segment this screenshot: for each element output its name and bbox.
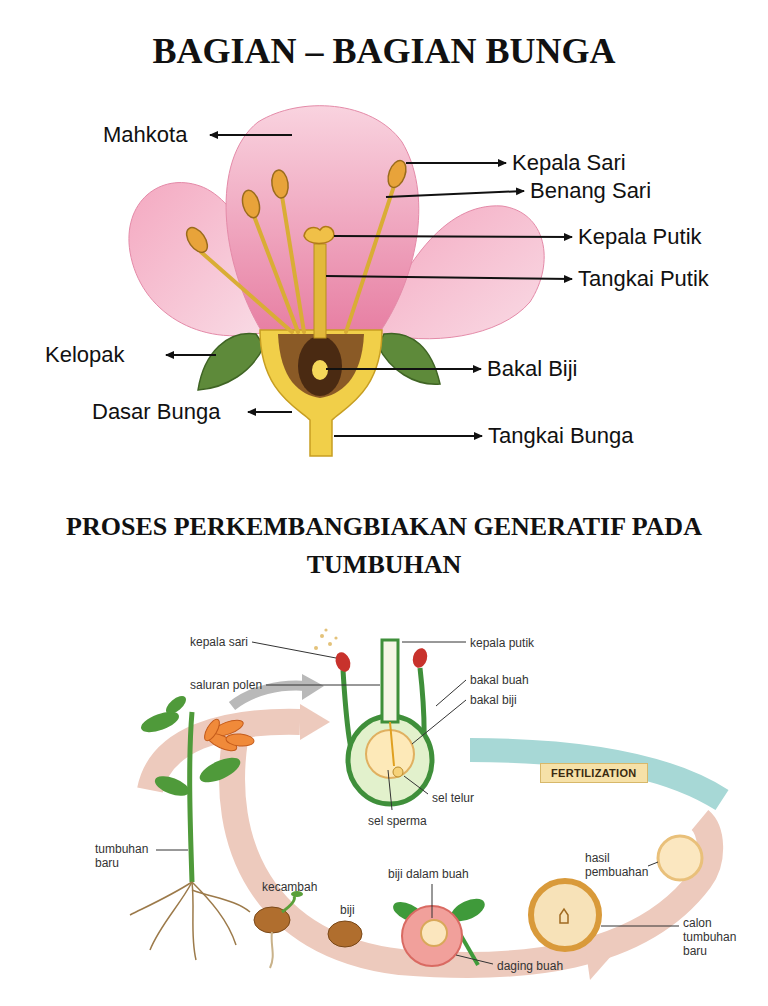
part-label: Benang Sari [530, 178, 651, 204]
part-label: Tangkai Bunga [488, 423, 634, 449]
stage-label: kepala sari [190, 635, 248, 649]
stage-label: biji [340, 903, 355, 917]
stage-label: saluran polen [190, 678, 262, 692]
title: BAGIAN – BAGIAN BUNGA [0, 30, 768, 72]
part-label: Bakal Biji [487, 356, 577, 382]
stage-label: daging buah [497, 959, 563, 973]
stage-box: FERTILIZATION [540, 763, 648, 783]
part-label: Tangkai Putik [578, 266, 709, 292]
stage-label: bakal buah [470, 673, 529, 687]
part-label: Kelopak [45, 342, 125, 368]
stage-label: bakal biji [470, 693, 517, 707]
life-cycle [130, 628, 722, 980]
stage-label: sel sperma [368, 814, 427, 828]
part-label: Mahkota [103, 122, 187, 148]
part-label: Dasar Bunga [92, 399, 220, 425]
stage-label: sel telur [432, 791, 474, 805]
leader-lines [166, 135, 572, 436]
box-text: FERTILIZATION [551, 767, 637, 779]
stage-label: biji dalam buah [388, 867, 469, 881]
stage-label: kecambah [262, 880, 317, 894]
stage-label: kepala putik [470, 636, 534, 650]
leader-lines [156, 642, 679, 964]
stage-label: calon tumbuhan baru [683, 916, 741, 958]
section-heading: PROSES PERKEMBANGBIAKAN GENERATIF PADA T… [64, 508, 704, 584]
stage-label: tumbuhan baru [95, 842, 157, 870]
stage-label: hasil pembuahan [585, 851, 647, 879]
part-label: Kepala Sari [512, 150, 626, 176]
part-label: Kepala Putik [578, 224, 702, 250]
